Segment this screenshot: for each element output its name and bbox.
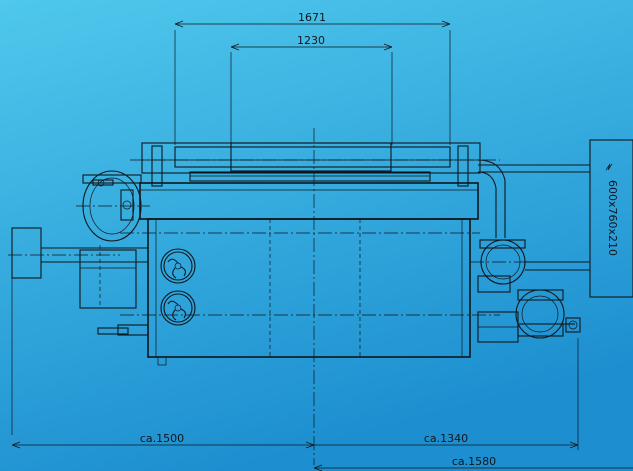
handwheel-upper (160, 248, 196, 284)
dimension-top-overall: 1671 (174, 11, 451, 145)
cabinet-size-label: 600x760x210 (606, 180, 619, 256)
dimension-label-1500: ca.1500 (140, 432, 184, 445)
dimension-label-1580: ca.1580 (452, 455, 496, 468)
right-upper-motor (470, 239, 540, 293)
dimension-label-1230: 1230 (297, 34, 325, 47)
dimension-bottom-lower: ca.1580 (313, 455, 633, 471)
roll-assembly (130, 142, 500, 187)
dimension-label-1340: ca.1340 (424, 432, 468, 445)
control-cabinet: 600x760x210 (589, 139, 633, 298)
dimension-label-1671: 1671 (298, 11, 326, 24)
right-lower-motor (477, 289, 581, 343)
left-motor (76, 170, 150, 308)
left-gearbox (8, 227, 149, 435)
right-pipe (477, 159, 590, 271)
dimension-top-inner: 1230 (230, 34, 393, 145)
main-body (120, 182, 500, 366)
dimension-bottom-left: ca.1500 (11, 432, 315, 449)
dimension-bottom-right: ca.1340 (314, 338, 579, 450)
handwheel-lower (160, 290, 196, 326)
